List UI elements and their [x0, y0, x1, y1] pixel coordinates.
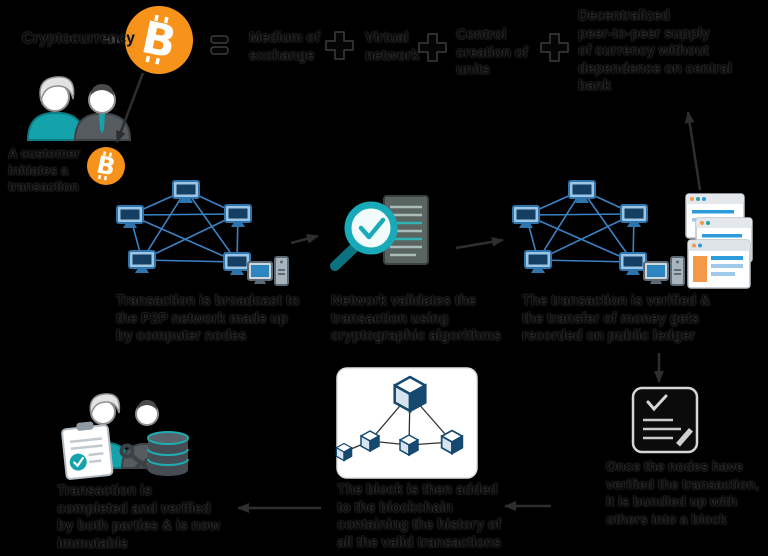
desktop-computer-icon [643, 256, 685, 286]
key-icon [119, 443, 150, 470]
caption-line: transaction [8, 179, 79, 194]
arrow-validation-to-verification [455, 236, 504, 250]
cryptocurrency-label: Cryptocurrency [22, 30, 135, 47]
caption-line: others into a block [606, 510, 727, 527]
arrow-bitcoin-to-transaction [115, 72, 145, 143]
caption-line: Medium of [249, 30, 320, 46]
caption-line: of currency without [578, 43, 709, 59]
caption-line: network [365, 47, 420, 64]
receipt-document-icon [61, 421, 114, 480]
caption-line: Control [456, 27, 507, 43]
caption-line: Decentralized [578, 8, 670, 24]
broadcast-caption: Transaction is broadcast to the P2P netw… [116, 293, 299, 346]
caption-line: by computer nodes [116, 328, 247, 344]
caption-line: The transaction is verified & [522, 293, 711, 309]
signed-document-icon [631, 386, 699, 454]
bundling-caption: Once the nodes have verified the transac… [606, 458, 759, 528]
caption-line: Transaction is broadcast to [116, 293, 300, 309]
block-added-caption: The block is then added to the blockchai… [337, 482, 501, 552]
verification-caption: The transaction is verified & the transf… [522, 293, 711, 346]
caption-line: initiates a [8, 162, 69, 178]
formula-item-decentralized: Decentralized peer-to-peer supply of cur… [578, 8, 732, 96]
ledger-windows-icon [685, 193, 753, 289]
caption-line: verified the transaction, [606, 475, 759, 492]
caption-line: immutable [57, 535, 128, 552]
caption-line: the transfer of money gets [522, 310, 699, 327]
equals-icon [210, 35, 229, 55]
caption-line: dependence on central [578, 60, 732, 77]
customer-caption: A customer initiates a transaction [8, 146, 80, 196]
verification-network-icon [512, 180, 685, 286]
caption-line: A customer [8, 146, 80, 161]
caption-line: recorded on public ledger [522, 328, 696, 344]
plus-icon [325, 31, 354, 60]
arrow-label-to-bitcoin [103, 34, 121, 45]
caption-line: Virtual [365, 30, 409, 46]
caption-line: transaction using [331, 310, 449, 327]
customers-icon [26, 76, 132, 141]
caption-line: cryptographic algorithms [331, 328, 502, 344]
caption-line: The block is then added [337, 482, 498, 498]
small-bitcoin-icon: B [87, 147, 125, 185]
caption-line: peer-to-peer supply [578, 25, 710, 42]
caption-line: the P2P network made up [116, 310, 288, 327]
desktop-computer-icon [247, 256, 289, 286]
caption-line: bank [578, 78, 612, 94]
caption-line: units [456, 62, 490, 78]
caption-line: Once the nodes have [606, 458, 744, 474]
magnifier-check-icon [330, 201, 398, 271]
caption-line: Transaction is [57, 483, 152, 499]
caption-line: by both parties & is now [57, 518, 220, 534]
arrow-ledger-to-definition [684, 111, 702, 191]
database-icon [147, 431, 189, 476]
caption-line: exchange [249, 47, 315, 64]
validation-caption: Network validates the transaction using … [331, 293, 501, 346]
p2p-network-icon [116, 180, 289, 286]
caption-line: creation of [456, 44, 528, 61]
caption-line: it is bundled up with [606, 493, 738, 509]
blockchain-icon [335, 367, 478, 479]
plus-icon [540, 33, 569, 62]
formula-item-virtual-network: Virtual network [365, 30, 419, 65]
caption-line: all the valid transactions [337, 534, 502, 551]
caption-line: containing the history of [337, 517, 502, 533]
svg-text:B: B [94, 150, 118, 181]
arrow-broadcast-to-validation [290, 233, 319, 245]
formula-item-control-units: Control creation of units [456, 27, 528, 80]
caption-line: Network validates the [331, 293, 476, 309]
bitcoin-icon: B [125, 6, 193, 74]
completion-caption: Transaction is completed and verified by… [57, 483, 220, 553]
caption-line: to the blockchain [337, 499, 453, 516]
plus-icon [418, 33, 447, 62]
formula-item-medium-of-exchange: Medium of exchange [249, 30, 320, 65]
caption-line: completed and verified [57, 500, 211, 517]
